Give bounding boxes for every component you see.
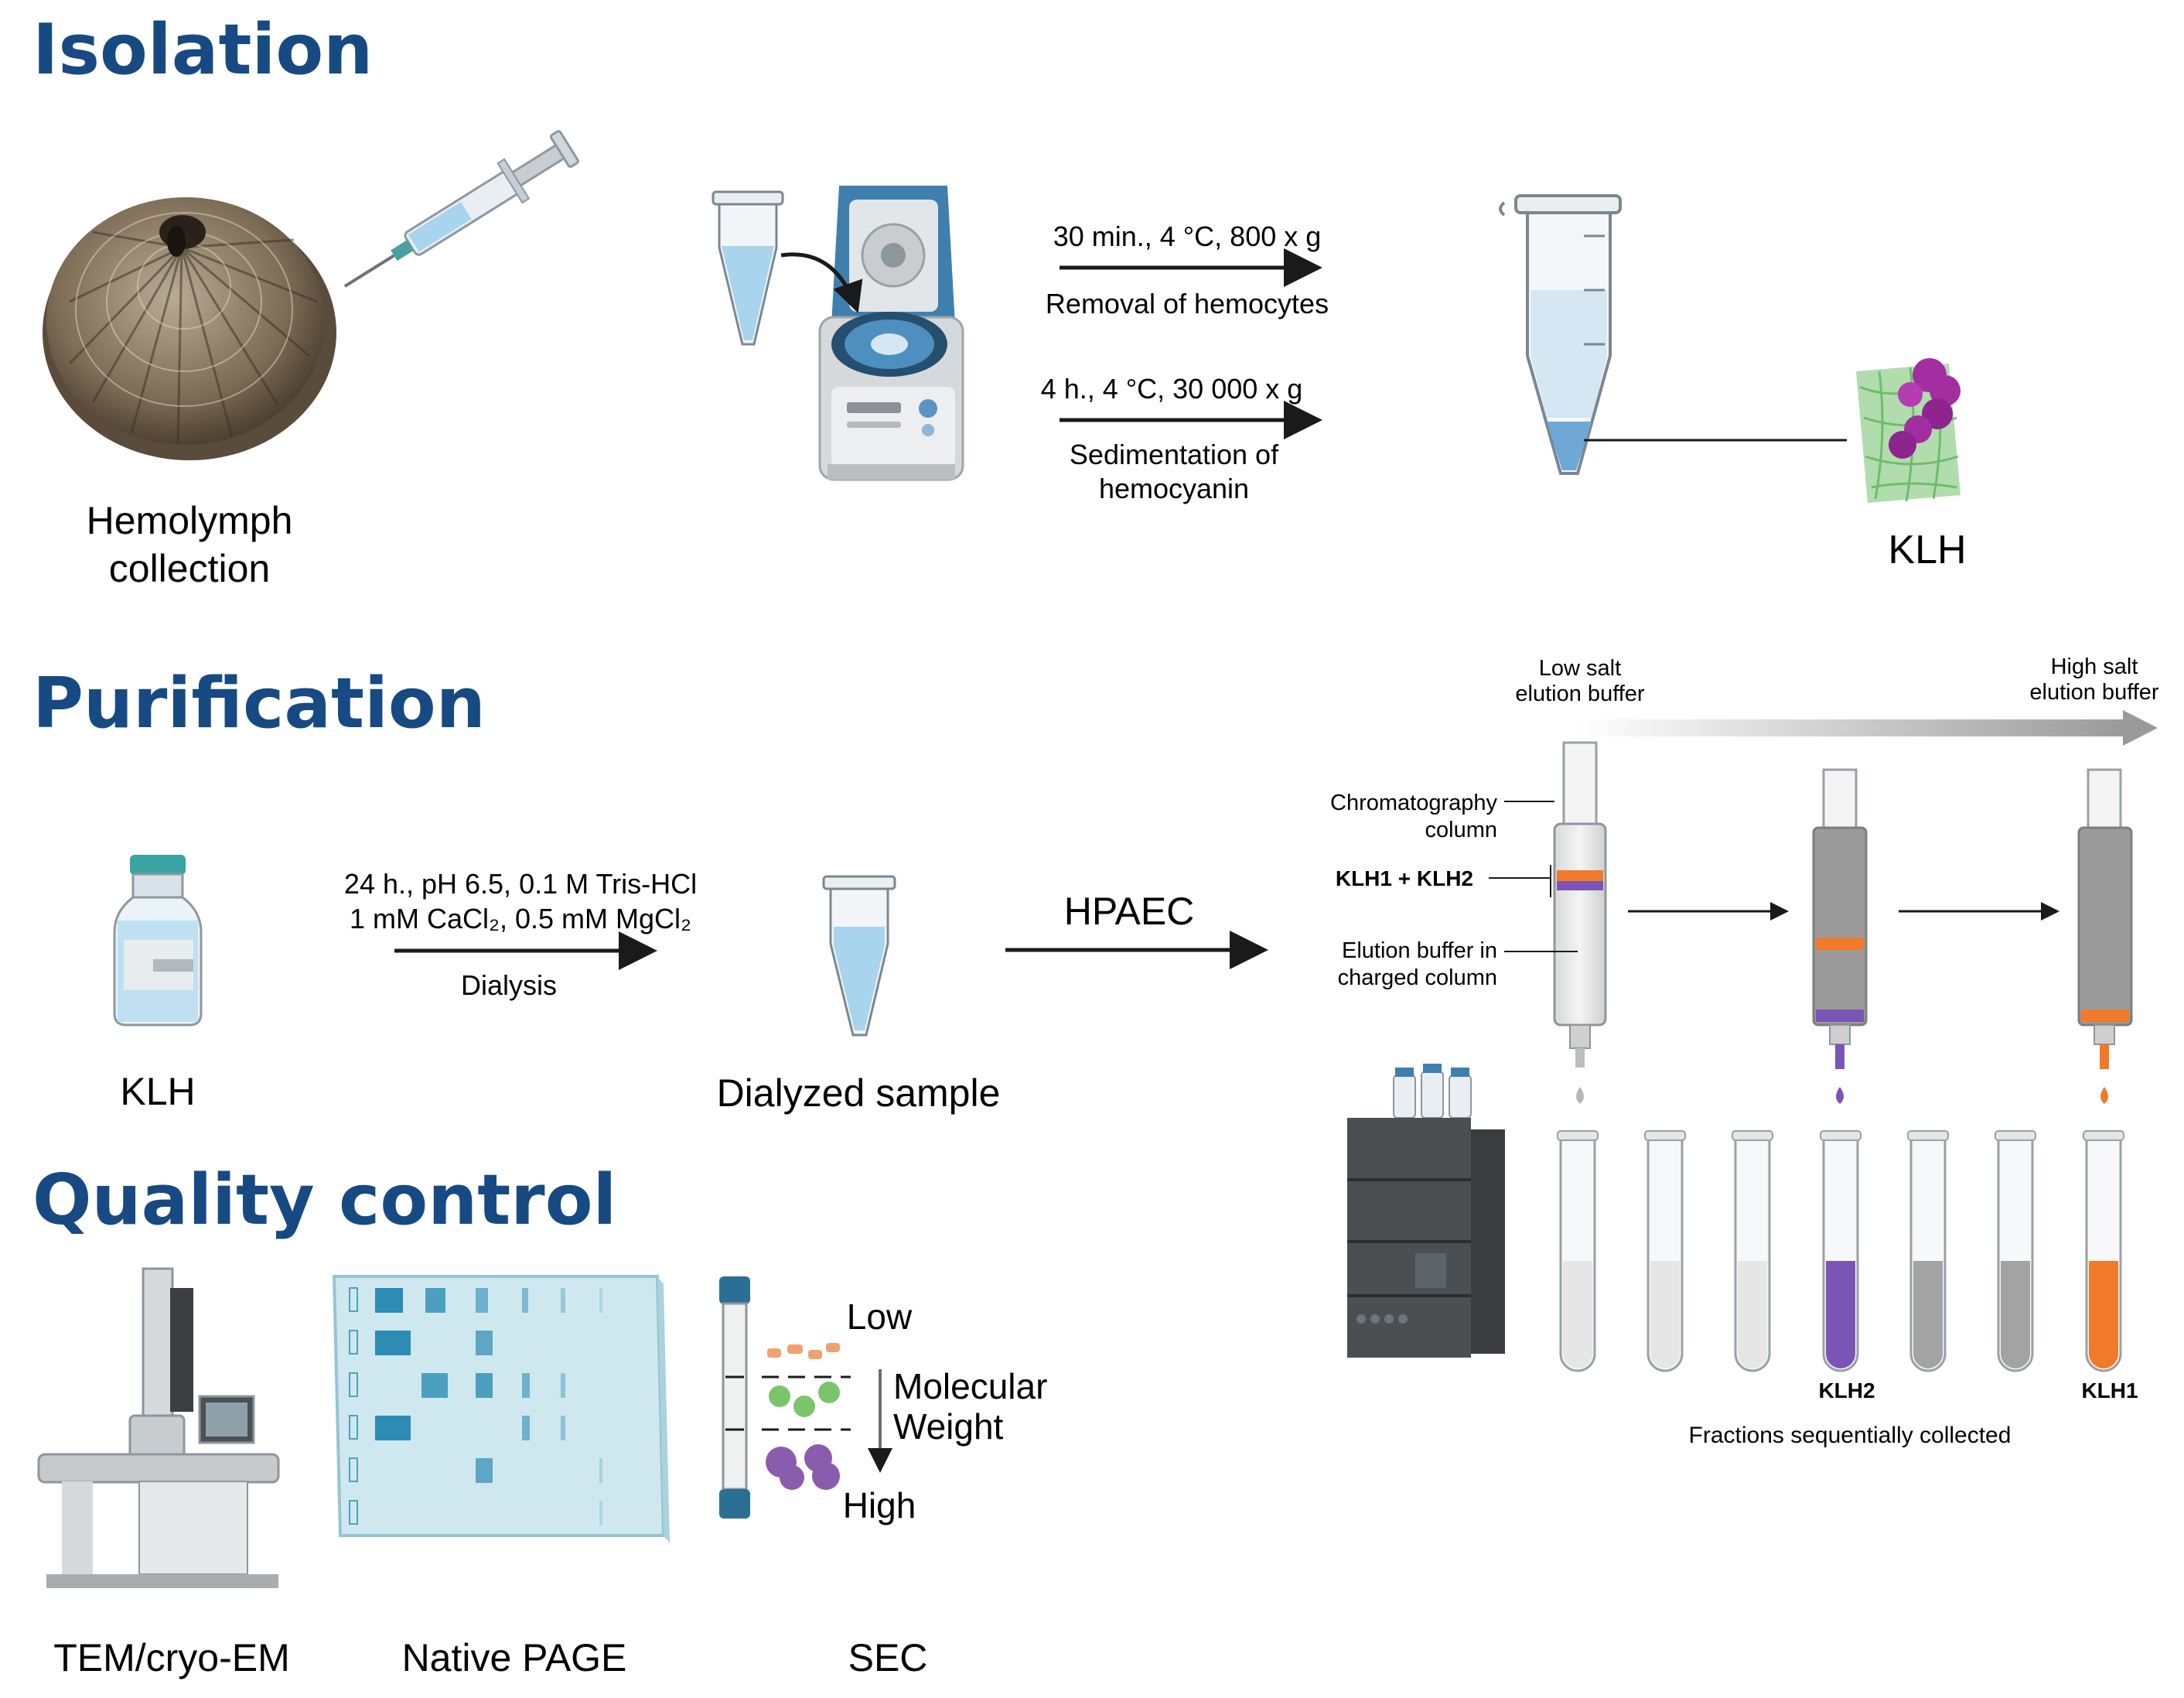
klh-protein-icon bbox=[1856, 358, 1960, 503]
elution-label-1: Elution buffer in bbox=[1342, 938, 1497, 963]
microscope-icon bbox=[37, 1267, 280, 1588]
gel-well bbox=[349, 1330, 358, 1355]
gel-band bbox=[599, 1458, 602, 1483]
step2-label-2: hemocyanin bbox=[1099, 473, 1249, 504]
fraction-klh1-label: KLH1 bbox=[2081, 1379, 2138, 1402]
hemolymph-collection-label-2: collection bbox=[109, 547, 270, 590]
collection-tube bbox=[1995, 1130, 2036, 1372]
dialyzed-sample-label: Dialyzed sample bbox=[717, 1071, 1001, 1115]
gel-band bbox=[375, 1288, 403, 1313]
klh-product-label: KLH bbox=[1888, 528, 1966, 572]
collection-tube bbox=[1732, 1130, 1773, 1372]
low-salt-label-1: Low salt bbox=[1539, 656, 1621, 681]
gel-band bbox=[421, 1373, 448, 1398]
step1-label: Removal of hemocytes bbox=[1046, 288, 1329, 319]
gel-band bbox=[522, 1373, 530, 1398]
fractions-caption: Fractions sequentially collected bbox=[1689, 1423, 2012, 1448]
sec-label: SEC bbox=[848, 1636, 928, 1679]
high-salt-label-1: High salt bbox=[2051, 654, 2138, 679]
gel-band bbox=[522, 1416, 530, 1440]
gel-well bbox=[349, 1415, 358, 1440]
mix-label: KLH1 + KLH2 bbox=[1336, 866, 1473, 890]
section-heading-isolation: Isolation bbox=[32, 9, 373, 91]
gel-band bbox=[599, 1501, 602, 1525]
chromatography-column-3 bbox=[2077, 768, 2133, 1104]
gel-band bbox=[476, 1373, 493, 1398]
collection-tube bbox=[1907, 1130, 1949, 1372]
gel-band bbox=[561, 1416, 565, 1440]
vial-icon bbox=[113, 855, 203, 1027]
gel-well bbox=[349, 1457, 358, 1482]
dialysis-condition-2: 1 mM CaCl₂, 0.5 mM MgCl₂ bbox=[350, 903, 691, 934]
gel-well bbox=[349, 1372, 358, 1397]
gel-band bbox=[476, 1458, 493, 1483]
native-page-label: Native PAGE bbox=[402, 1636, 627, 1679]
high-salt-label-2: elution buffer bbox=[2029, 680, 2158, 705]
low-salt-label-2: elution buffer bbox=[1515, 682, 1644, 706]
shell-icon bbox=[43, 197, 336, 460]
fraction-tubes bbox=[1557, 1130, 2124, 1372]
gel-band bbox=[375, 1331, 411, 1355]
gel-band bbox=[561, 1288, 565, 1313]
gel-band bbox=[561, 1373, 565, 1398]
sec-low-label: Low bbox=[847, 1297, 913, 1337]
gel-icon bbox=[332, 1275, 670, 1543]
dialyzed-tube-icon bbox=[822, 875, 896, 1037]
microtube-icon bbox=[712, 190, 784, 346]
sec-mw-label-1: Molecular bbox=[893, 1366, 1047, 1406]
centrifuge-icon bbox=[780, 186, 964, 481]
section-heading-purification: Purification bbox=[32, 663, 486, 744]
sec-mw-label-2: Weight bbox=[893, 1406, 1004, 1447]
gel-band bbox=[425, 1288, 445, 1313]
hplc-instrument-icon bbox=[1347, 1064, 1505, 1358]
collection-tube bbox=[1557, 1130, 1599, 1372]
step1-condition: 30 min., 4 °C, 800 x g bbox=[1053, 220, 1322, 252]
column-label-2: column bbox=[1425, 818, 1498, 842]
step2-condition: 4 h., 4 °C, 30 000 x g bbox=[1041, 373, 1303, 405]
step2-label-1: Sedimentation of bbox=[1070, 439, 1279, 470]
syringe-icon bbox=[343, 130, 579, 288]
tem-label: TEM/cryo-EM bbox=[53, 1636, 290, 1679]
gel-band bbox=[476, 1288, 488, 1313]
gel-band bbox=[476, 1331, 493, 1355]
collection-tube bbox=[1820, 1130, 1862, 1372]
hemolymph-collection-label-1: Hemolymph bbox=[87, 499, 293, 542]
collection-tube bbox=[2083, 1130, 2124, 1372]
salt-gradient-arrow bbox=[1578, 710, 2158, 746]
fraction-klh2-label: KLH2 bbox=[1818, 1379, 1875, 1402]
gel-well bbox=[349, 1500, 358, 1525]
section-heading-quality-control: Quality control bbox=[32, 1160, 616, 1241]
large-microtube-icon bbox=[1499, 194, 1622, 475]
chromatography-column-1 bbox=[1553, 741, 1607, 1104]
chromatography-column-2 bbox=[1812, 768, 1868, 1104]
elution-label-2: charged column bbox=[1338, 965, 1497, 990]
vial-klh-label: KLH bbox=[120, 1070, 195, 1113]
gel-band bbox=[375, 1416, 411, 1440]
hpaec-label: HPAEC bbox=[1064, 890, 1195, 933]
gel-well bbox=[349, 1287, 358, 1312]
sec-column-icon bbox=[719, 1276, 892, 1519]
dialysis-label: Dialysis bbox=[461, 969, 557, 1001]
dialysis-condition-1: 24 h., pH 6.5, 0.1 M Tris-HCl bbox=[344, 868, 697, 900]
gel-band bbox=[522, 1288, 528, 1313]
column-label-1: Chromatography bbox=[1330, 791, 1497, 815]
collection-tube bbox=[1644, 1130, 1686, 1372]
gel-band bbox=[599, 1288, 602, 1313]
sec-high-label: High bbox=[843, 1485, 916, 1525]
